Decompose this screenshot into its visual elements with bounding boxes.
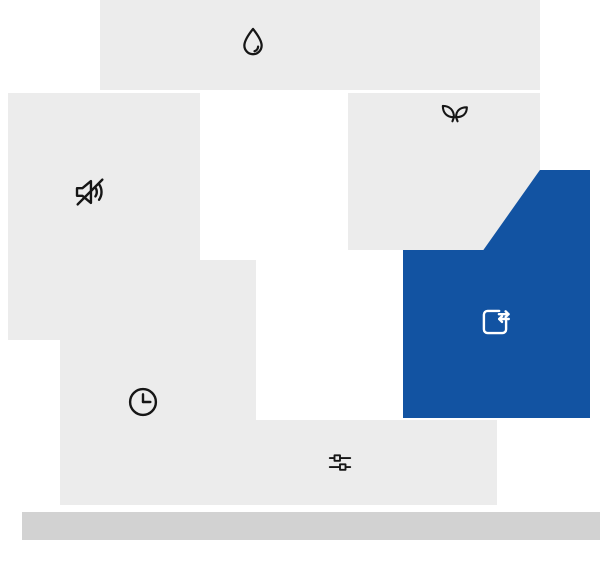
- bottom-bar: [22, 512, 600, 540]
- tile-settings[interactable]: [200, 420, 497, 505]
- sliders-icon: [328, 454, 352, 471]
- speaker-muted-icon: [75, 178, 104, 206]
- eco-leaves-icon: [441, 104, 468, 123]
- square-sync-arrows-icon: [482, 309, 510, 335]
- clock-icon: [128, 387, 158, 417]
- tile-water[interactable]: [100, 0, 540, 90]
- water-drop-icon: [243, 27, 263, 56]
